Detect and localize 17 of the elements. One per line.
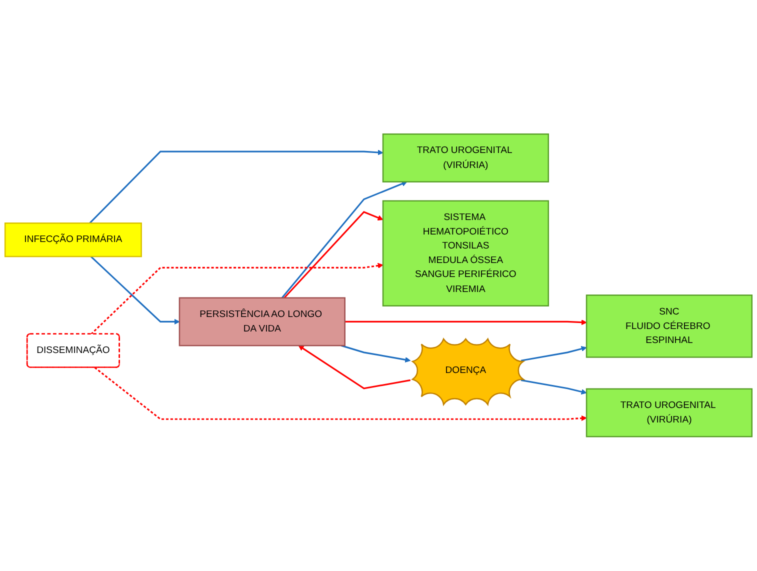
arrow — [90, 256, 180, 325]
node-box: PERSISTÊNCIA AO LONGO DA VIDA — [178, 297, 346, 346]
arrow — [94, 367, 587, 422]
arrow — [520, 380, 587, 395]
arrow — [90, 263, 384, 335]
node-box: SISTEMA HEMATOPOIÉTICO TONSILAS MEDULA ÓSSEA SANGUE PERIFÉRICO VIREMIA — [382, 200, 550, 307]
node-box: TRATO UROGENITAL (VIRÚRIA) — [382, 134, 550, 183]
arrow — [298, 345, 410, 390]
arrow — [281, 181, 408, 299]
arrow — [344, 320, 587, 326]
arrow — [520, 346, 587, 362]
arrow — [89, 150, 384, 224]
node-box: INFECÇÃO PRIMÁRIA — [4, 222, 142, 258]
node-box: TRATO UROGENITAL (VIRÚRIA) — [586, 388, 753, 438]
arrow — [284, 211, 384, 299]
node-box: SNC FLUIDO CÉREBRO ESPINHAL — [586, 294, 753, 358]
arrow — [340, 344, 411, 363]
